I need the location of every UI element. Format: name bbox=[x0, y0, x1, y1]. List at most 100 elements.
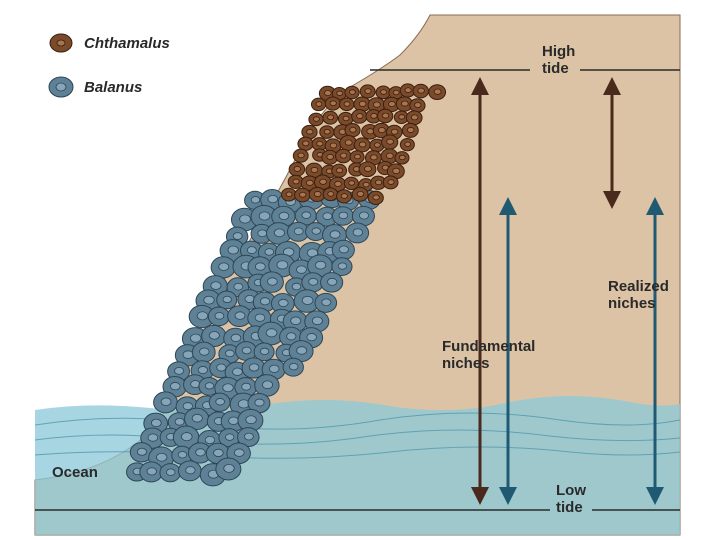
chthamalus-barnacle bbox=[353, 137, 371, 153]
chthamalus-icon bbox=[49, 33, 73, 53]
balanus-barnacle bbox=[237, 427, 260, 448]
chthamalus-barnacle bbox=[322, 187, 339, 202]
chthamalus-barnacle bbox=[375, 85, 391, 100]
high-tide-label: High tide bbox=[542, 43, 576, 77]
chthamalus-barnacle bbox=[308, 112, 324, 127]
balanus-barnacle bbox=[247, 256, 272, 279]
balanus-barnacle bbox=[207, 306, 230, 327]
balanus-barnacle bbox=[247, 392, 271, 414]
legend-item-balanus: Balanus bbox=[48, 76, 142, 98]
chthamalus-barnacle bbox=[367, 190, 384, 206]
balanus-barnacle bbox=[260, 189, 285, 211]
chthamalus-barnacle bbox=[344, 123, 361, 138]
chthamalus-barnacle bbox=[297, 136, 314, 151]
chthamalus-colony bbox=[281, 83, 447, 206]
chthamalus-barnacle bbox=[339, 97, 355, 112]
chthamalus-barnacle bbox=[412, 83, 430, 99]
balanus-barnacle bbox=[215, 457, 242, 481]
low-tide-label: Low tide bbox=[556, 482, 586, 516]
balanus-barnacle bbox=[253, 342, 275, 362]
balanus-barnacle bbox=[304, 310, 330, 333]
chthamalus-barnacle bbox=[349, 150, 365, 164]
balanus-barnacle bbox=[282, 357, 304, 377]
chthamalus-barnacle bbox=[393, 110, 409, 124]
fundamental-niches-label: Fundamental niches bbox=[442, 338, 536, 372]
chthamalus-barnacle bbox=[287, 174, 304, 189]
balanus-barnacle bbox=[216, 290, 238, 310]
balanus-barnacle bbox=[254, 374, 280, 397]
balanus-barnacle bbox=[259, 271, 284, 293]
chthamalus-barnacle bbox=[344, 85, 360, 100]
balanus-barnacle bbox=[307, 254, 333, 278]
balanus-barnacle bbox=[293, 289, 321, 313]
balanus-barnacle bbox=[288, 340, 314, 363]
balanus-barnacle bbox=[237, 408, 264, 432]
balanus-barnacle bbox=[178, 460, 202, 482]
chthamalus-barnacle bbox=[409, 98, 426, 113]
chthamalus-barnacle bbox=[405, 110, 423, 126]
chthamalus-barnacle bbox=[380, 148, 399, 165]
balanus-colony bbox=[126, 186, 381, 487]
balanus-barnacle bbox=[171, 445, 193, 465]
balanus-barnacle bbox=[331, 206, 354, 226]
balanus-barnacle bbox=[320, 272, 344, 293]
chthamalus-barnacle bbox=[288, 161, 306, 177]
balanus-barnacle bbox=[345, 222, 370, 244]
chthamalus-barnacle bbox=[428, 84, 447, 101]
chthamalus-barnacle bbox=[351, 186, 369, 202]
chthamalus-barnacle bbox=[313, 174, 332, 190]
ocean-label: Ocean bbox=[52, 464, 98, 481]
chthamalus-barnacle bbox=[322, 110, 339, 125]
chthamalus-barnacle bbox=[331, 163, 348, 178]
balanus-barnacle bbox=[314, 292, 338, 313]
balanus-barnacle bbox=[257, 321, 285, 346]
chthamalus-barnacle bbox=[358, 161, 377, 178]
balanus-barnacle bbox=[227, 305, 252, 328]
chthamalus-barnacle bbox=[365, 109, 382, 124]
chthamalus-barnacle bbox=[324, 96, 341, 111]
chthamalus-barnacle bbox=[335, 148, 352, 164]
legend-item-chthamalus: Chthamalus bbox=[48, 32, 170, 54]
balanus-barnacle bbox=[153, 391, 178, 414]
chthamalus-barnacle bbox=[386, 163, 405, 180]
balanus-barnacle bbox=[159, 463, 182, 483]
chthamalus-barnacle bbox=[376, 108, 394, 124]
balanus-barnacle bbox=[139, 461, 164, 483]
chthamalus-barnacle bbox=[310, 97, 327, 112]
balanus-barnacle bbox=[219, 239, 246, 263]
balanus-icon bbox=[48, 76, 74, 98]
chthamalus-barnacle bbox=[294, 187, 311, 203]
balanus-barnacle bbox=[187, 442, 212, 464]
chthamalus-barnacle bbox=[359, 84, 376, 99]
balanus-barnacle bbox=[331, 257, 353, 276]
balanus-barnacle bbox=[252, 291, 277, 313]
realized-niches-label: Realized niches bbox=[608, 278, 669, 312]
chthamalus-barnacle bbox=[292, 148, 309, 163]
legend-label-balanus: Balanus bbox=[84, 78, 143, 96]
balanus-barnacle bbox=[210, 256, 236, 279]
chthamalus-barnacle bbox=[372, 122, 391, 139]
balanus-barnacle bbox=[268, 253, 296, 278]
balanus-barnacle bbox=[191, 341, 216, 363]
chthamalus-barnacle bbox=[336, 189, 352, 204]
chthamalus-barnacle bbox=[343, 176, 359, 191]
chthamalus-barnacle bbox=[351, 109, 368, 124]
chthamalus-barnacle bbox=[364, 150, 383, 166]
chthamalus-barnacle bbox=[319, 125, 335, 139]
chthamalus-barnacle bbox=[281, 187, 297, 202]
legend-label-chthamalus: Chthamalus bbox=[84, 34, 170, 52]
chthamalus-barnacle bbox=[399, 83, 416, 98]
balanus-barnacle bbox=[271, 205, 296, 228]
balanus-barnacle bbox=[266, 222, 292, 245]
chthamalus-barnacle bbox=[321, 149, 339, 165]
chthamalus-barnacle bbox=[308, 186, 326, 202]
balanus-barnacle bbox=[331, 239, 355, 261]
chthamalus-barnacle bbox=[329, 176, 347, 192]
balanus-barnacle bbox=[241, 357, 266, 379]
chthamalus-barnacle bbox=[381, 134, 399, 150]
chthamalus-barnacle bbox=[324, 138, 342, 154]
chthamalus-barnacle bbox=[399, 137, 415, 152]
balanus-barnacle bbox=[208, 392, 231, 412]
chthamalus-barnacle bbox=[401, 122, 419, 138]
